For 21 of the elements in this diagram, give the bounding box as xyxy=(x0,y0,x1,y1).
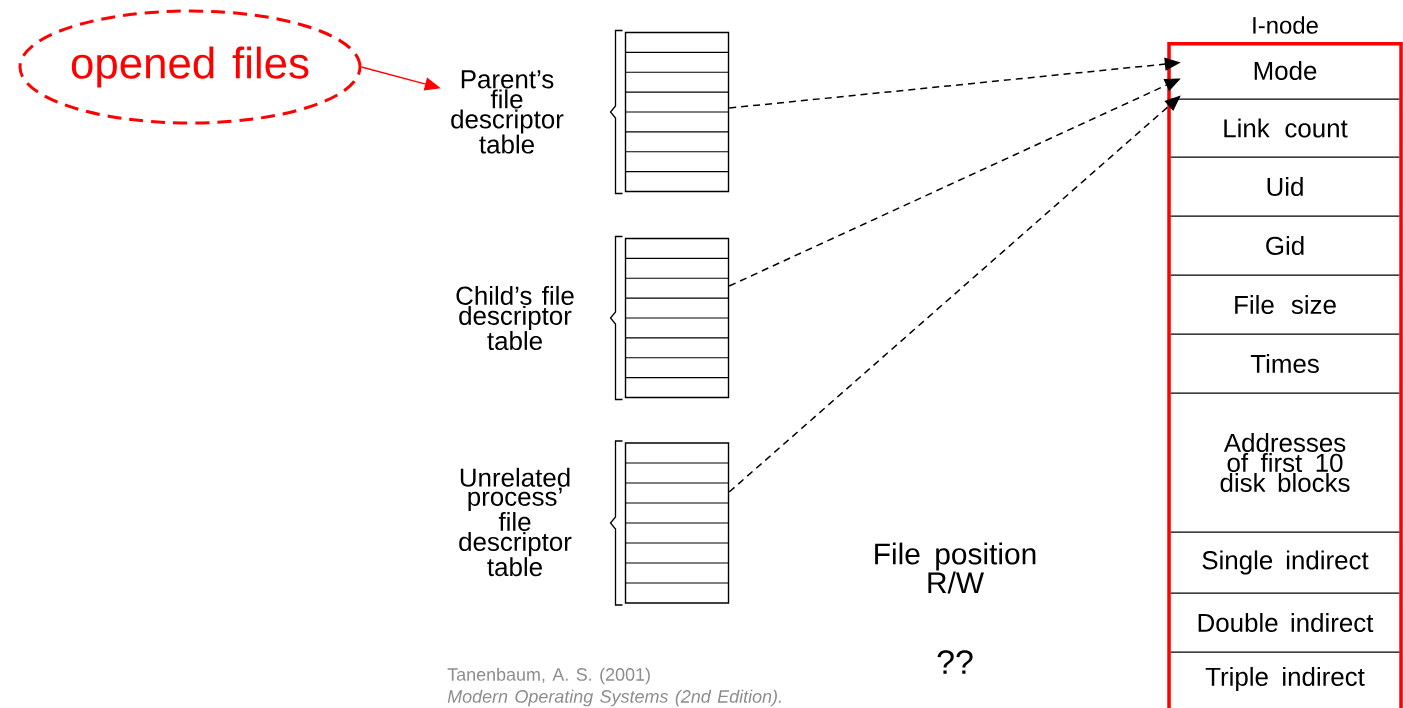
inode-field: File size xyxy=(1170,295,1400,335)
descriptor-table xyxy=(624,31,730,193)
descriptor-table xyxy=(624,237,730,399)
inode-field: Triple indirect xyxy=(1205,666,1365,692)
node-label: I-node xyxy=(1253,16,1318,34)
citation: Tanenbaum, A. S. (2001) xyxy=(447,667,650,685)
descriptor-table xyxy=(624,442,730,604)
inode-field: Uid xyxy=(1170,177,1400,217)
inode-field: Single indirect xyxy=(1170,550,1400,594)
table-label: Unrelated process’ file descriptor table xyxy=(459,467,572,577)
citation: Modern Operating Systems (2nd Edition). xyxy=(447,689,781,707)
inode-field: Addresses of first 10 disk blocks xyxy=(1170,433,1400,533)
inode-field: Link count xyxy=(1170,118,1400,158)
note: File position R/W xyxy=(875,542,1036,594)
table-label: Parent’s file descriptor table xyxy=(451,70,564,154)
inode-field: Gid xyxy=(1170,236,1400,276)
question-marks: ?? xyxy=(937,650,973,674)
inode-field: Times xyxy=(1170,354,1400,394)
inode-field: Double indirect xyxy=(1170,613,1400,653)
table-label: Child’s file descriptor table xyxy=(456,285,574,351)
inode-field: Mode xyxy=(1170,61,1400,100)
